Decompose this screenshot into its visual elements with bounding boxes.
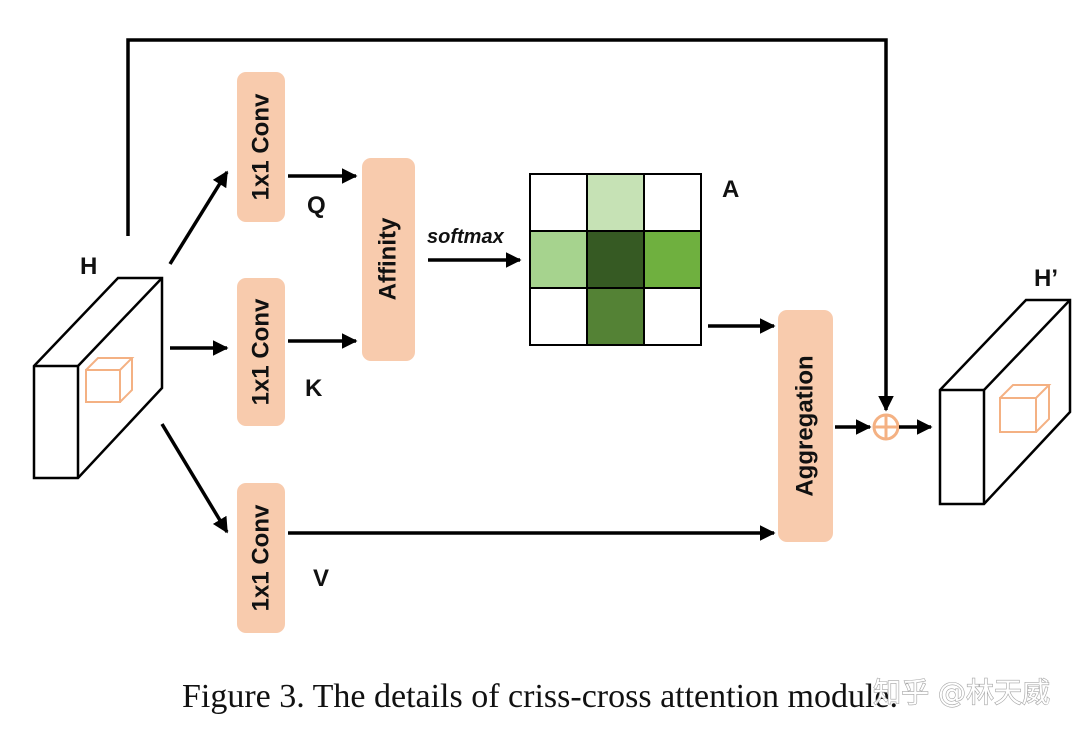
softmax-label: softmax [427, 226, 505, 248]
attention-cell-r2-c2 [643, 287, 702, 346]
input-label: H [80, 253, 97, 280]
k-label: K [305, 375, 323, 402]
arrow-h-to-v [160, 423, 229, 534]
attention-cell-r1-c1 [586, 230, 645, 289]
aggregation-label: Aggregation [792, 355, 819, 496]
output-label: H’ [1034, 265, 1058, 292]
attention-map-grid [529, 173, 702, 346]
attention-cell-r0-c2 [643, 173, 702, 232]
arrow-h-to-q [168, 170, 229, 265]
figure-caption: Figure 3. The details of criss-cross att… [182, 678, 898, 715]
conv-v-block: 1x1 Conv [237, 483, 285, 633]
conv-q-block: 1x1 Conv [237, 72, 285, 222]
input-feature-map [32, 276, 164, 480]
output-feature-map [938, 298, 1072, 506]
watermark: 知乎 @林天威 [873, 676, 1050, 709]
attention-cell-r0-c0 [529, 173, 588, 232]
conv-k-block: 1x1 Conv [237, 278, 285, 426]
conv-v-label: 1x1 Conv [248, 504, 275, 611]
conv-q-label: 1x1 Conv [248, 93, 275, 200]
conv-k-label: 1x1 Conv [248, 298, 275, 405]
affinity-label: Affinity [375, 217, 402, 300]
attention-cell-r1-c0 [529, 230, 588, 289]
output-cube-icon [999, 384, 1052, 433]
attention-cell-r2-c0 [529, 287, 588, 346]
attention-cell-r0-c1 [586, 173, 645, 232]
element-wise-add-icon [872, 413, 900, 441]
affinity-block: Affinity [362, 158, 415, 361]
attention-cell-r1-c2 [643, 230, 702, 289]
attention-map-label: A [722, 176, 739, 203]
input-cube-icon [85, 357, 135, 403]
skip-connection-line [126, 38, 894, 412]
aggregation-block: Aggregation [778, 310, 833, 542]
attention-cell-r2-c1 [586, 287, 645, 346]
q-label: Q [307, 192, 326, 219]
v-label: V [313, 565, 329, 592]
